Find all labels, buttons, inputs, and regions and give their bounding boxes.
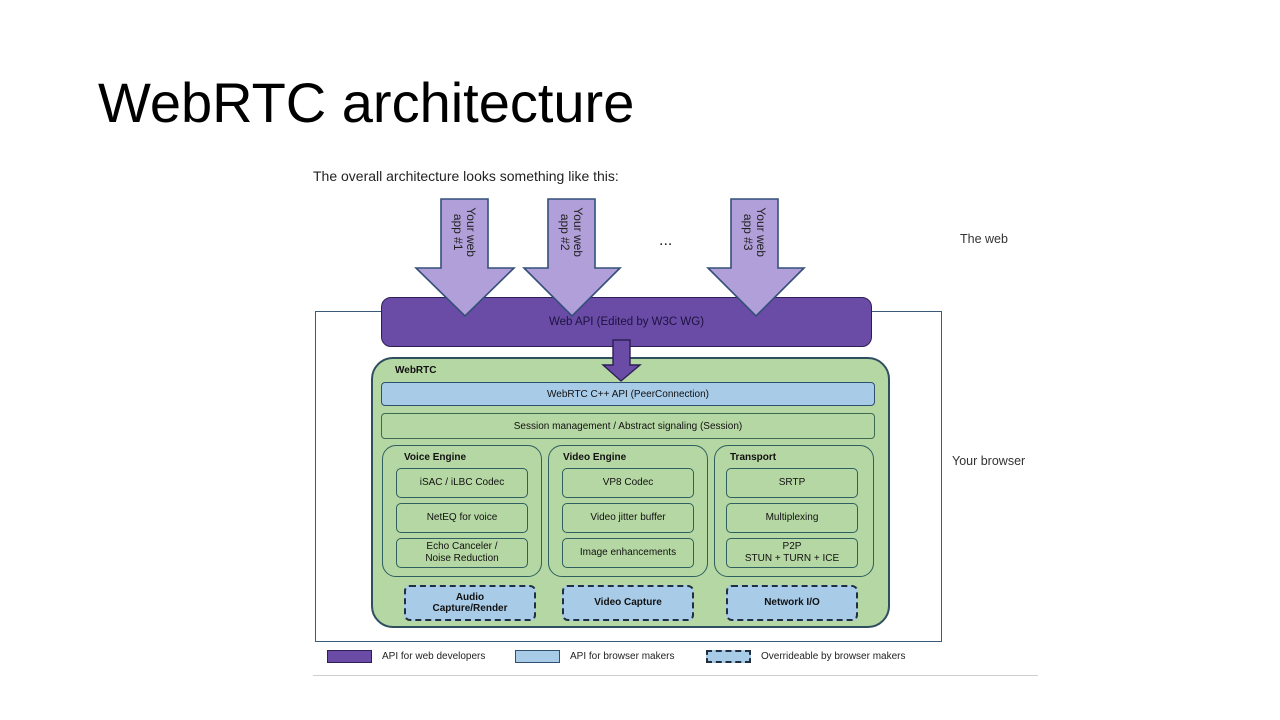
web-api-bar: Web API (Edited by W3C WG) <box>381 297 872 347</box>
web-app-2-arrow <box>522 198 622 318</box>
legend-item-browser-makers: API for browser makers <box>515 650 674 663</box>
label-your-browser: Your browser <box>952 454 1026 468</box>
web-api-label: Web API (Edited by W3C WG) <box>548 316 705 328</box>
voice-engine-box <box>382 445 542 577</box>
video-comp-2: Video jitter buffer <box>562 503 694 533</box>
video-comp-1-label: VP8 Codec <box>602 477 654 488</box>
video-capture-label: Video Capture <box>594 597 662 609</box>
web-app-1-label: Your web app #1 <box>451 207 479 257</box>
diagram-intro: The overall architecture looks something… <box>313 168 619 184</box>
video-engine-box <box>548 445 708 577</box>
transport-comp-1: SRTP <box>726 468 858 498</box>
video-comp-3-label: Image enhancements <box>579 547 677 558</box>
session-bar: Session management / Abstract signaling … <box>381 413 875 439</box>
transport-comp-2: Multiplexing <box>726 503 858 533</box>
network-io-box: Network I/O <box>726 585 858 621</box>
legend-item-web-developers: API for web developers <box>327 650 485 663</box>
session-label: Session management / Abstract signaling … <box>513 420 743 432</box>
transport-comp-3-label: P2P STUN + TURN + ICE <box>744 541 840 564</box>
legend-swatch-blue <box>515 650 560 663</box>
voice-engine-title: Voice Engine <box>404 452 467 463</box>
voice-comp-2: NetEQ for voice <box>396 503 528 533</box>
transport-box <box>714 445 874 577</box>
webrtc-title: WebRTC <box>395 365 437 376</box>
video-capture-box: Video Capture <box>562 585 694 621</box>
voice-comp-1: iSAC / iLBC Codec <box>396 468 528 498</box>
legend-swatch-dashed <box>706 650 751 663</box>
legend-label-overrideable: Overrideable by browser makers <box>761 651 906 662</box>
cpp-api-label: WebRTC C++ API (PeerConnection) <box>547 388 709 400</box>
legend-label-browser-makers: API for browser makers <box>570 651 675 662</box>
legend-separator <box>313 675 1038 676</box>
web-app-3-label: Your web app #3 <box>741 207 769 257</box>
voice-comp-3: Echo Canceler / Noise Reduction <box>396 538 528 568</box>
web-app-3-arrow <box>706 198 806 318</box>
voice-comp-1-label: iSAC / iLBC Codec <box>419 477 505 488</box>
legend-swatch-purple <box>327 650 372 663</box>
web-app-2-label: Your web app #2 <box>558 207 586 257</box>
api-down-arrow <box>601 339 642 382</box>
video-comp-2-label: Video jitter buffer <box>590 512 666 523</box>
cpp-api-bar: WebRTC C++ API (PeerConnection) <box>381 382 875 406</box>
voice-comp-2-label: NetEQ for voice <box>426 512 498 523</box>
legend-item-overrideable: Overrideable by browser makers <box>706 650 906 663</box>
transport-comp-2-label: Multiplexing <box>765 512 819 523</box>
audio-capture-box: Audio Capture/Render <box>404 585 536 621</box>
transport-title: Transport <box>730 452 777 463</box>
audio-capture-label: Audio Capture/Render <box>432 591 508 615</box>
slide-title: WebRTC architecture <box>98 71 635 134</box>
video-engine-title: Video Engine <box>563 452 627 463</box>
voice-comp-3-label: Echo Canceler / Noise Reduction <box>425 541 499 564</box>
web-app-1-arrow <box>414 198 516 318</box>
video-comp-3: Image enhancements <box>562 538 694 568</box>
video-comp-1: VP8 Codec <box>562 468 694 498</box>
network-io-label: Network I/O <box>764 597 820 609</box>
transport-comp-1-label: SRTP <box>778 477 806 488</box>
legend-label-web-developers: API for web developers <box>382 651 486 662</box>
label-the-web: The web <box>960 232 1008 246</box>
web-app-ellipsis: ... <box>659 232 673 249</box>
transport-comp-3: P2P STUN + TURN + ICE <box>726 538 858 568</box>
